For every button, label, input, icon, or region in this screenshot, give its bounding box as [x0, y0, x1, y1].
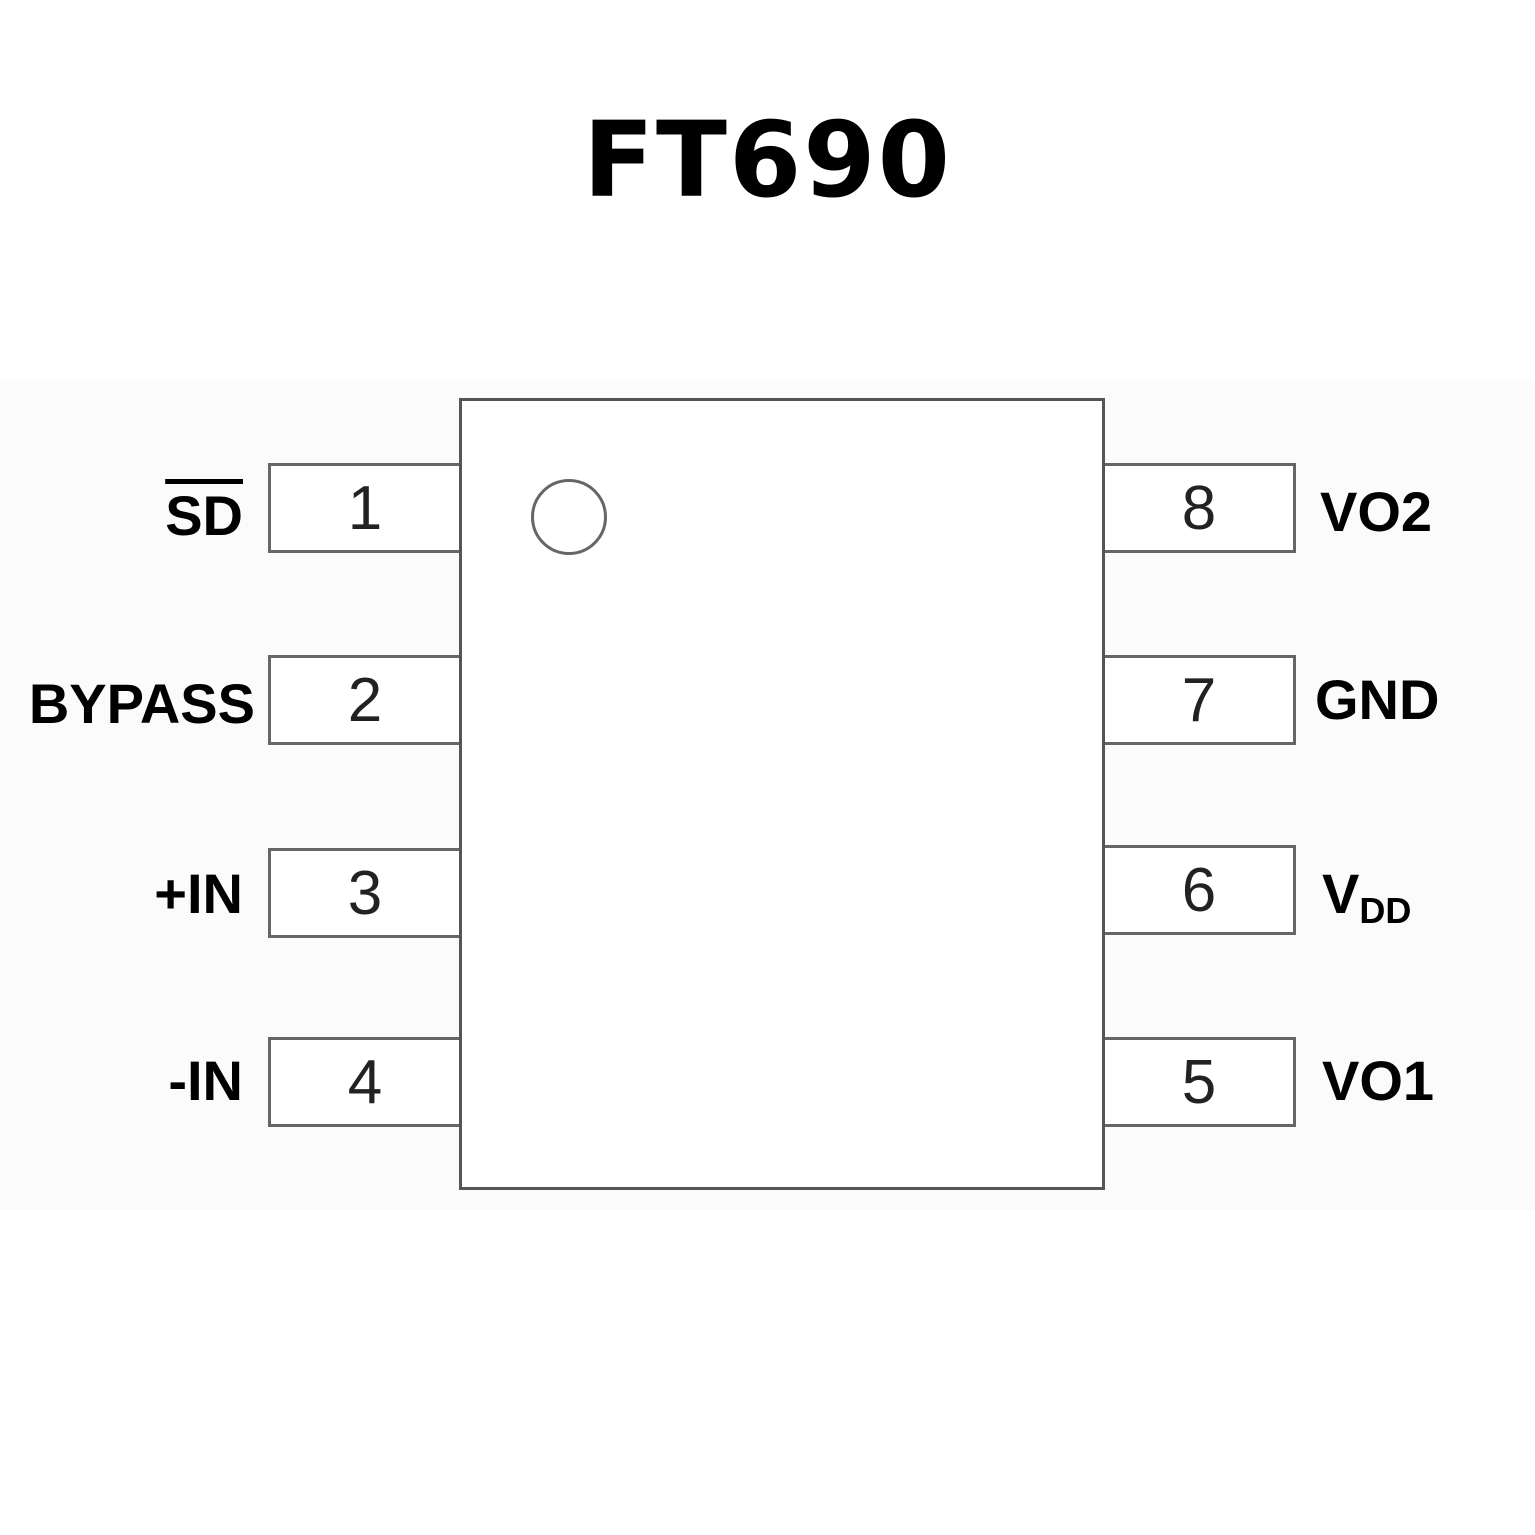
pin-number: 1 [347, 473, 383, 543]
pin-4-label: -IN [168, 1049, 243, 1112]
pin-2: 2 [268, 655, 459, 745]
pin-6: 6 [1105, 845, 1296, 935]
pin-number: 6 [1181, 855, 1217, 925]
pin-number: 3 [347, 858, 383, 928]
pin-1-label: SD [165, 488, 243, 544]
pin-6-label-main: V [1322, 862, 1360, 925]
pin-1: 1 [268, 463, 459, 553]
pin-5-label: VO1 [1322, 1049, 1435, 1112]
pin-number: 7 [1181, 665, 1217, 735]
pin-number: 4 [347, 1047, 383, 1117]
pin-3: 3 [268, 848, 459, 938]
pin-7: 7 [1105, 655, 1296, 745]
pin-5: 5 [1105, 1037, 1296, 1127]
chip-title: FT690 [582, 99, 953, 221]
pin-4: 4 [268, 1037, 459, 1127]
pin-number: 5 [1181, 1047, 1217, 1117]
pin-1-label-text: SD [165, 484, 243, 547]
pin-2-label: BYPASS [28, 672, 255, 735]
pin-6-label-subscript: DD [1359, 890, 1412, 931]
pin-number: 2 [347, 665, 383, 735]
pin-7-label: GND [1315, 668, 1440, 731]
pin-6-label: VDD [1322, 866, 1411, 929]
pin-number: 8 [1181, 473, 1217, 543]
pin-8-label: VO2 [1320, 480, 1433, 543]
pin-8: 8 [1105, 463, 1296, 553]
pin-3-label: +IN [154, 862, 243, 925]
pin-1-dot-icon [531, 479, 607, 555]
